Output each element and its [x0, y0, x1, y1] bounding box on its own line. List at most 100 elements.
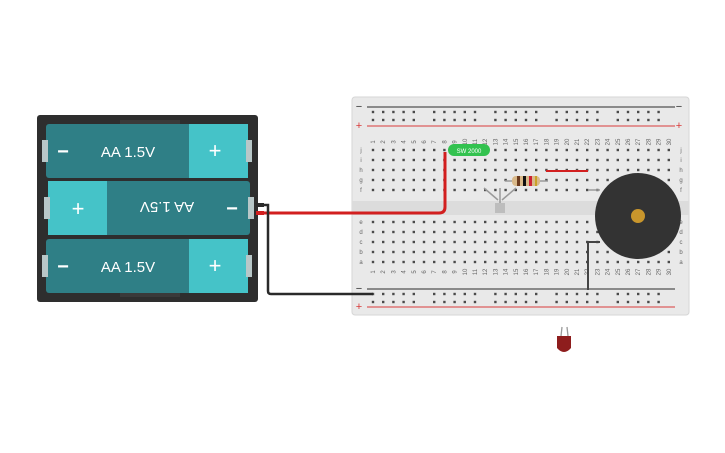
breadboard-hole[interactable] — [575, 260, 579, 264]
breadboard-hole[interactable] — [412, 240, 415, 244]
breadboard-hole[interactable] — [667, 250, 670, 254]
breadboard-hole[interactable] — [412, 158, 415, 162]
breadboard-hole[interactable] — [402, 188, 405, 192]
breadboard-hole[interactable] — [412, 300, 415, 304]
breadboard-hole[interactable] — [514, 168, 517, 172]
breadboard-hole[interactable] — [433, 230, 436, 234]
breadboard-hole[interactable] — [484, 230, 487, 234]
breadboard-hole[interactable] — [453, 188, 456, 192]
breadboard-hole[interactable] — [514, 292, 517, 296]
breadboard-hole[interactable] — [647, 300, 650, 304]
breadboard-hole[interactable] — [586, 110, 589, 114]
breadboard-hole[interactable] — [371, 148, 375, 152]
breadboard-hole[interactable] — [637, 168, 640, 172]
breadboard-hole[interactable] — [626, 148, 630, 152]
breadboard-hole[interactable] — [453, 230, 456, 234]
breadboard-hole[interactable] — [596, 260, 599, 264]
breadboard-hole[interactable] — [453, 260, 456, 264]
breadboard-hole[interactable] — [524, 260, 528, 264]
breadboard-hole[interactable] — [586, 220, 589, 224]
breadboard-hole[interactable] — [555, 188, 558, 192]
breadboard-hole[interactable] — [535, 168, 538, 172]
breadboard-hole[interactable] — [657, 168, 660, 172]
breadboard-hole[interactable] — [504, 110, 507, 114]
breadboard-hole[interactable] — [586, 148, 589, 152]
breadboard-hole[interactable] — [453, 240, 456, 244]
breadboard-hole[interactable] — [616, 300, 619, 304]
breadboard-hole[interactable] — [371, 260, 375, 264]
breadboard-hole[interactable] — [433, 240, 436, 244]
breadboard-hole[interactable] — [412, 188, 415, 192]
breadboard-hole[interactable] — [473, 230, 477, 234]
breadboard-hole[interactable] — [443, 292, 446, 296]
breadboard-hole[interactable] — [382, 148, 385, 152]
breadboard-hole[interactable] — [412, 292, 415, 296]
breadboard-hole[interactable] — [575, 148, 579, 152]
breadboard-hole[interactable] — [514, 118, 517, 122]
breadboard-hole[interactable] — [392, 178, 395, 182]
breadboard-hole[interactable] — [392, 118, 395, 122]
led-red[interactable] — [557, 326, 571, 352]
breadboard-hole[interactable] — [555, 292, 558, 296]
breadboard-hole[interactable] — [504, 178, 507, 182]
breadboard-hole[interactable] — [453, 158, 456, 162]
breadboard-hole[interactable] — [371, 220, 375, 224]
breadboard-hole[interactable] — [586, 292, 589, 296]
breadboard-hole[interactable] — [555, 158, 558, 162]
breadboard-hole[interactable] — [453, 250, 456, 254]
breadboard-hole[interactable] — [402, 260, 405, 264]
breadboard-hole[interactable] — [422, 220, 426, 224]
breadboard-hole[interactable] — [514, 188, 517, 192]
breadboard-hole[interactable] — [392, 158, 395, 162]
breadboard-hole[interactable] — [422, 250, 426, 254]
breadboard-hole[interactable] — [494, 168, 497, 172]
wire-black[interactable] — [262, 203, 373, 296]
breadboard-hole[interactable] — [545, 260, 548, 264]
breadboard-hole[interactable] — [392, 230, 395, 234]
wire-buzzer-ground[interactable] — [587, 241, 600, 290]
breadboard-hole[interactable] — [637, 292, 640, 296]
breadboard-hole[interactable] — [371, 178, 375, 182]
breadboard-hole[interactable] — [545, 220, 548, 224]
breadboard-hole[interactable] — [412, 230, 415, 234]
breadboard-hole[interactable] — [535, 230, 538, 234]
breadboard-hole[interactable] — [626, 300, 630, 304]
breadboard-hole[interactable] — [514, 220, 517, 224]
breadboard-hole[interactable] — [484, 260, 487, 264]
breadboard-hole[interactable] — [535, 240, 538, 244]
breadboard-hole[interactable] — [494, 230, 497, 234]
breadboard-hole[interactable] — [596, 110, 599, 114]
breadboard-hole[interactable] — [371, 188, 375, 192]
breadboard-hole[interactable] — [453, 220, 456, 224]
breadboard-hole[interactable] — [463, 110, 466, 114]
breadboard-hole[interactable] — [453, 110, 456, 114]
breadboard-hole[interactable] — [606, 168, 609, 172]
breadboard-hole[interactable] — [596, 292, 599, 296]
breadboard-hole[interactable] — [504, 158, 507, 162]
breadboard-hole[interactable] — [473, 188, 477, 192]
breadboard-hole[interactable] — [524, 300, 528, 304]
breadboard-hole[interactable] — [412, 168, 415, 172]
breadboard-hole[interactable] — [616, 168, 619, 172]
breadboard-hole[interactable] — [535, 292, 538, 296]
breadboard-hole[interactable] — [535, 148, 538, 152]
breadboard-hole[interactable] — [667, 168, 670, 172]
breadboard-hole[interactable] — [473, 168, 477, 172]
breadboard-hole[interactable] — [647, 118, 650, 122]
breadboard-hole[interactable] — [626, 168, 630, 172]
breadboard-hole[interactable] — [504, 168, 507, 172]
breadboard-hole[interactable] — [494, 118, 497, 122]
breadboard-hole[interactable] — [565, 188, 568, 192]
breadboard-hole[interactable] — [565, 148, 568, 152]
breadboard-hole[interactable] — [555, 178, 558, 182]
breadboard-hole[interactable] — [402, 240, 405, 244]
breadboard-hole[interactable] — [504, 230, 507, 234]
breadboard-hole[interactable] — [443, 118, 446, 122]
breadboard-hole[interactable] — [524, 188, 528, 192]
breadboard-hole[interactable] — [657, 158, 660, 162]
breadboard-hole[interactable] — [647, 110, 650, 114]
breadboard-hole[interactable] — [586, 158, 589, 162]
breadboard-hole[interactable] — [586, 230, 589, 234]
breadboard-hole[interactable] — [484, 250, 487, 254]
breadboard-hole[interactable] — [637, 148, 640, 152]
